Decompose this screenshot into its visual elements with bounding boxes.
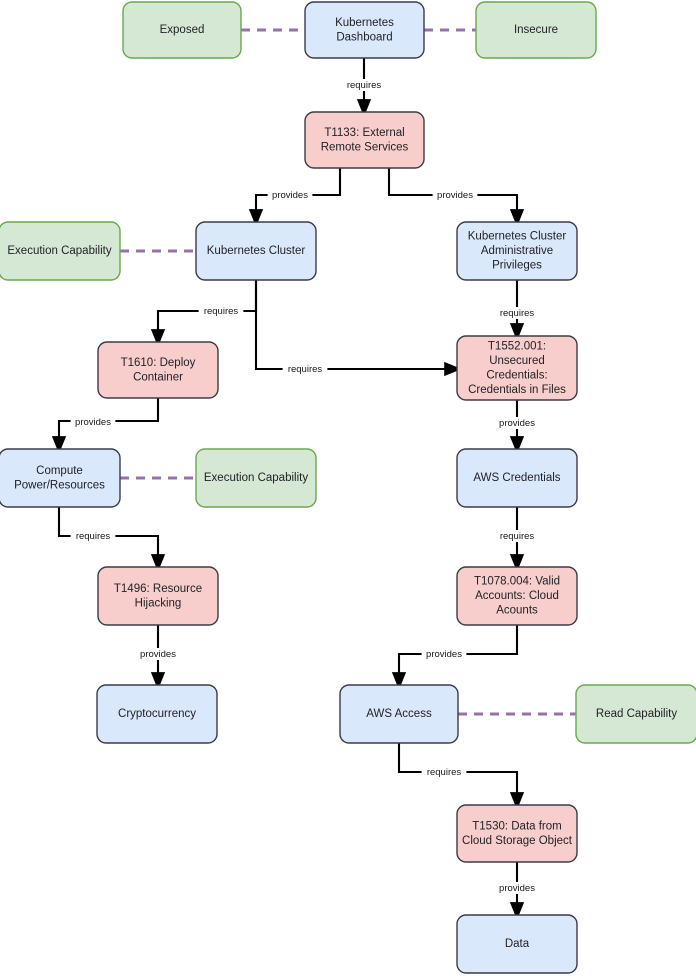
node-label: AWS Access	[366, 708, 432, 720]
node-cryptocurrency[interactable]: Cryptocurrency	[96, 684, 218, 744]
edge-label-provides: provides	[499, 883, 535, 894]
edge-label-requires: requires	[500, 531, 535, 542]
edge-label-backing	[494, 530, 540, 542]
node-label: Execution Capability	[7, 245, 111, 257]
node-box[interactable]	[97, 341, 219, 399]
edge-label-backing	[494, 417, 540, 429]
node-box[interactable]	[0, 448, 121, 508]
node-aws-access[interactable]: AWS Access	[339, 684, 459, 744]
edge-label-backing	[282, 363, 328, 375]
edge-label-requires: requires	[288, 364, 323, 375]
edge-label-backing	[70, 416, 116, 428]
edge-label-requires: requires	[427, 767, 462, 778]
node-box[interactable]	[339, 684, 459, 744]
node-box[interactable]	[456, 914, 578, 974]
edge-label-provides: provides	[499, 418, 535, 429]
node-read-cap[interactable]: Read Capability	[575, 684, 696, 744]
node-label: Insecure	[514, 24, 558, 36]
edge-label-backing	[494, 307, 540, 319]
edge-label-backing	[70, 530, 116, 542]
node-box[interactable]	[304, 1, 425, 59]
node-exposed[interactable]: Exposed	[122, 1, 242, 59]
node-label: AWS Credentials	[473, 472, 560, 484]
edge-label-backing	[135, 648, 181, 660]
node-box[interactable]	[456, 221, 578, 281]
edge-label-provides: provides	[140, 649, 176, 660]
edge-label-provides: provides	[437, 190, 473, 201]
node-label: Data	[505, 938, 530, 950]
edge-label-requires: requires	[347, 80, 382, 91]
node-aws-creds[interactable]: AWS Credentials	[456, 448, 578, 508]
node-k8s-cluster[interactable]: Kubernetes Cluster	[195, 221, 317, 281]
node-label: Read Capability	[596, 708, 677, 720]
edge-label-backing	[421, 766, 467, 778]
node-box[interactable]	[122, 1, 242, 59]
node-insecure[interactable]: Insecure	[475, 1, 597, 59]
node-box[interactable]	[195, 448, 317, 508]
edge-label-requires: requires	[76, 531, 111, 542]
node-box[interactable]	[195, 221, 317, 281]
node-box[interactable]	[456, 335, 578, 401]
node-box[interactable]	[575, 684, 696, 744]
node-box[interactable]	[456, 804, 578, 863]
edge-labels-layer: requires provides provides requires requires…	[70, 79, 540, 894]
node-data[interactable]: Data	[456, 914, 578, 974]
node-box[interactable]	[456, 448, 578, 508]
node-box[interactable]	[0, 221, 121, 281]
node-label: Kubernetes Cluster	[207, 245, 306, 257]
node-label: Execution Capability	[204, 472, 308, 484]
edge-label-backing	[341, 79, 387, 91]
node-label: Exposed	[160, 24, 205, 36]
node-box[interactable]	[456, 566, 578, 626]
node-box[interactable]	[304, 111, 425, 169]
edge-label-backing	[198, 305, 244, 317]
node-box[interactable]	[97, 566, 219, 626]
edge-label-backing	[432, 189, 478, 201]
edge-k8s-cluster-to-t1552	[254, 280, 462, 377]
edge-label-requires: requires	[204, 306, 239, 317]
node-exec-cap-left[interactable]: Execution Capability	[0, 221, 121, 281]
edge-label-provides: provides	[272, 190, 308, 201]
edge-label-provides: provides	[426, 649, 462, 660]
node-exec-cap-right[interactable]: Execution Capability	[195, 448, 317, 508]
edge-label-requires: requires	[500, 308, 535, 319]
edge-label-backing	[267, 189, 313, 201]
edge-label-provides: provides	[75, 417, 111, 428]
edge-label-backing	[494, 882, 540, 894]
edge-label-backing	[421, 648, 467, 660]
node-box[interactable]	[96, 684, 218, 744]
node-box[interactable]	[475, 1, 597, 59]
node-label: Cryptocurrency	[118, 708, 196, 720]
